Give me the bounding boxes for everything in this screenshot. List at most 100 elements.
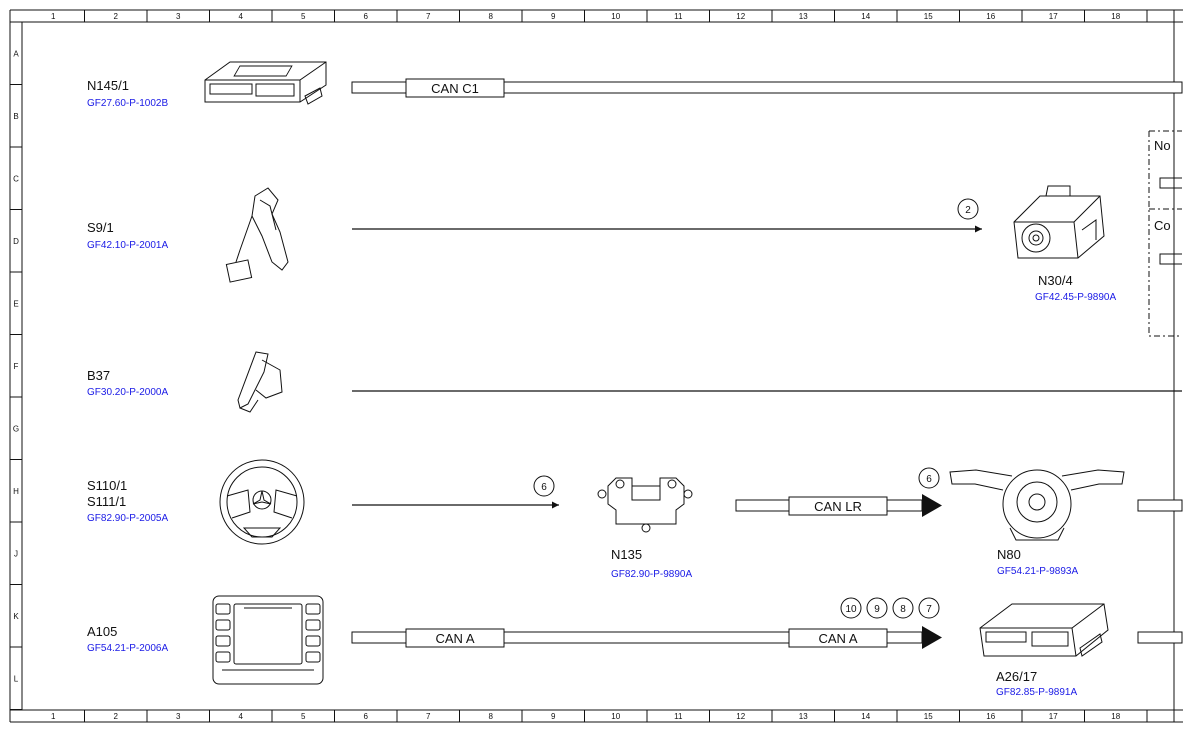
column-label: 4: [239, 712, 244, 721]
marker-circle: 2: [957, 198, 979, 220]
svg-text:7: 7: [926, 604, 932, 615]
column-label: 18: [1111, 12, 1120, 21]
component-ref-n135[interactable]: GF82.90-P-9890A: [611, 569, 692, 580]
can-a-label-left: CAN A: [435, 631, 474, 646]
brake-pedal-icon: [225, 187, 289, 283]
row-label: C: [13, 174, 19, 183]
component-id-n135: N135: [611, 547, 642, 562]
column-label: 1: [51, 12, 56, 21]
column-label: 15: [924, 712, 933, 721]
column-label: 11: [674, 712, 683, 721]
row-label: G: [13, 424, 19, 433]
column-label: 10: [611, 12, 620, 21]
column-label: 16: [986, 12, 995, 21]
bus-stub: [1137, 631, 1183, 644]
side-box: No Co: [1148, 130, 1182, 337]
row-label: B: [13, 112, 18, 121]
component-ref-a26-17[interactable]: GF82.85-P-9891A: [996, 687, 1077, 698]
svg-text:8: 8: [900, 604, 906, 615]
svg-text:2: 2: [965, 205, 971, 216]
column-label: 3: [176, 712, 181, 721]
bus-stub: [1137, 499, 1183, 512]
component-ref-b37[interactable]: GF30.20-P-2000A: [87, 387, 168, 398]
column-label: 6: [364, 712, 369, 721]
svg-text:9: 9: [874, 604, 880, 615]
steering-wheel-icon: [219, 459, 305, 545]
head-unit-icon: [979, 603, 1109, 657]
column-label: 9: [551, 12, 556, 21]
column-label: 14: [861, 712, 870, 721]
can-c1-label: CAN C1: [431, 81, 479, 96]
component-ref-s9-1[interactable]: GF42.10-P-2001A: [87, 240, 168, 251]
column-label: 13: [799, 12, 808, 21]
row-label: J: [14, 549, 18, 558]
can-a-label-right: CAN A: [818, 631, 857, 646]
can-lr-bus: CAN LR: [735, 494, 942, 517]
column-label: 14: [861, 12, 870, 21]
component-id-a105: A105: [87, 624, 117, 639]
row-label: E: [13, 299, 18, 308]
component-id-s111-1: S111/1: [87, 494, 126, 509]
column-label: 6: [364, 12, 369, 21]
column-label: 13: [799, 712, 808, 721]
column-label: 9: [551, 712, 556, 721]
column-label: 17: [1049, 12, 1058, 21]
column-label: 1: [51, 712, 56, 721]
column-label: 2: [114, 12, 119, 21]
column-label: 12: [736, 712, 745, 721]
can-a-bus: CAN A CAN A: [351, 626, 942, 649]
marker-circle: 9: [866, 597, 888, 619]
component-id-n145-1: N145/1: [87, 78, 129, 93]
grid-frame: 1122334455667788991010111112121313141415…: [9, 9, 1183, 723]
component-ref-n80[interactable]: GF54.21-P-9893A: [997, 566, 1078, 577]
svg-text:6: 6: [926, 474, 932, 485]
control-panel-icon: [212, 595, 324, 685]
column-label: 11: [674, 12, 683, 21]
component-ref-a105[interactable]: GF54.21-P-2006A: [87, 643, 168, 654]
component-ref-s110-1[interactable]: GF82.90-P-2005A: [87, 513, 168, 524]
side-box-label-2: Co: [1154, 218, 1171, 233]
row-label: L: [14, 674, 19, 683]
row-label: D: [13, 237, 19, 246]
side-box-label-1: No: [1154, 138, 1171, 153]
control-unit-icon: [204, 61, 327, 105]
column-label: 15: [924, 12, 933, 21]
component-id-b37: B37: [87, 368, 110, 383]
column-label: 7: [426, 12, 431, 21]
column-label: 7: [426, 712, 431, 721]
column-label: 8: [489, 712, 494, 721]
marker-circle: 10: [840, 597, 862, 619]
can-lr-label: CAN LR: [814, 499, 862, 514]
marker-circle: 7: [918, 597, 940, 619]
marker-circle: 6: [918, 467, 940, 489]
row-label: H: [13, 487, 19, 496]
steering-column-switch-icon: [949, 469, 1125, 541]
component-ref-n30-4[interactable]: GF42.45-P-9890A: [1035, 292, 1116, 303]
column-label: 18: [1111, 712, 1120, 721]
column-label: 17: [1049, 712, 1058, 721]
column-label: 16: [986, 712, 995, 721]
component-ref-n145-1[interactable]: GF27.60-P-1002B: [87, 98, 168, 109]
component-id-n30-4: N30/4: [1038, 273, 1073, 288]
component-id-s9-1: S9/1: [87, 220, 114, 235]
can-c1-bus: CAN C1: [351, 78, 1183, 98]
row-label: F: [14, 362, 19, 371]
esp-unit-icon: [1013, 185, 1105, 259]
column-label: 12: [736, 12, 745, 21]
svg-text:10: 10: [845, 604, 857, 615]
component-id-s110-1: S110/1: [87, 478, 127, 493]
column-label: 3: [176, 12, 181, 21]
accelerator-pedal-icon: [237, 351, 283, 413]
component-id-n80: N80: [997, 547, 1021, 562]
steering-column-module-icon: [597, 477, 693, 533]
component-id-a26-17: A26/17: [996, 669, 1037, 684]
marker-circle: 8: [892, 597, 914, 619]
column-label: 2: [114, 712, 119, 721]
column-label: 8: [489, 12, 494, 21]
column-label: 10: [611, 712, 620, 721]
column-label: 5: [301, 12, 306, 21]
marker-circle: 6: [533, 475, 555, 497]
row-label: K: [13, 612, 19, 621]
column-label: 4: [239, 12, 244, 21]
